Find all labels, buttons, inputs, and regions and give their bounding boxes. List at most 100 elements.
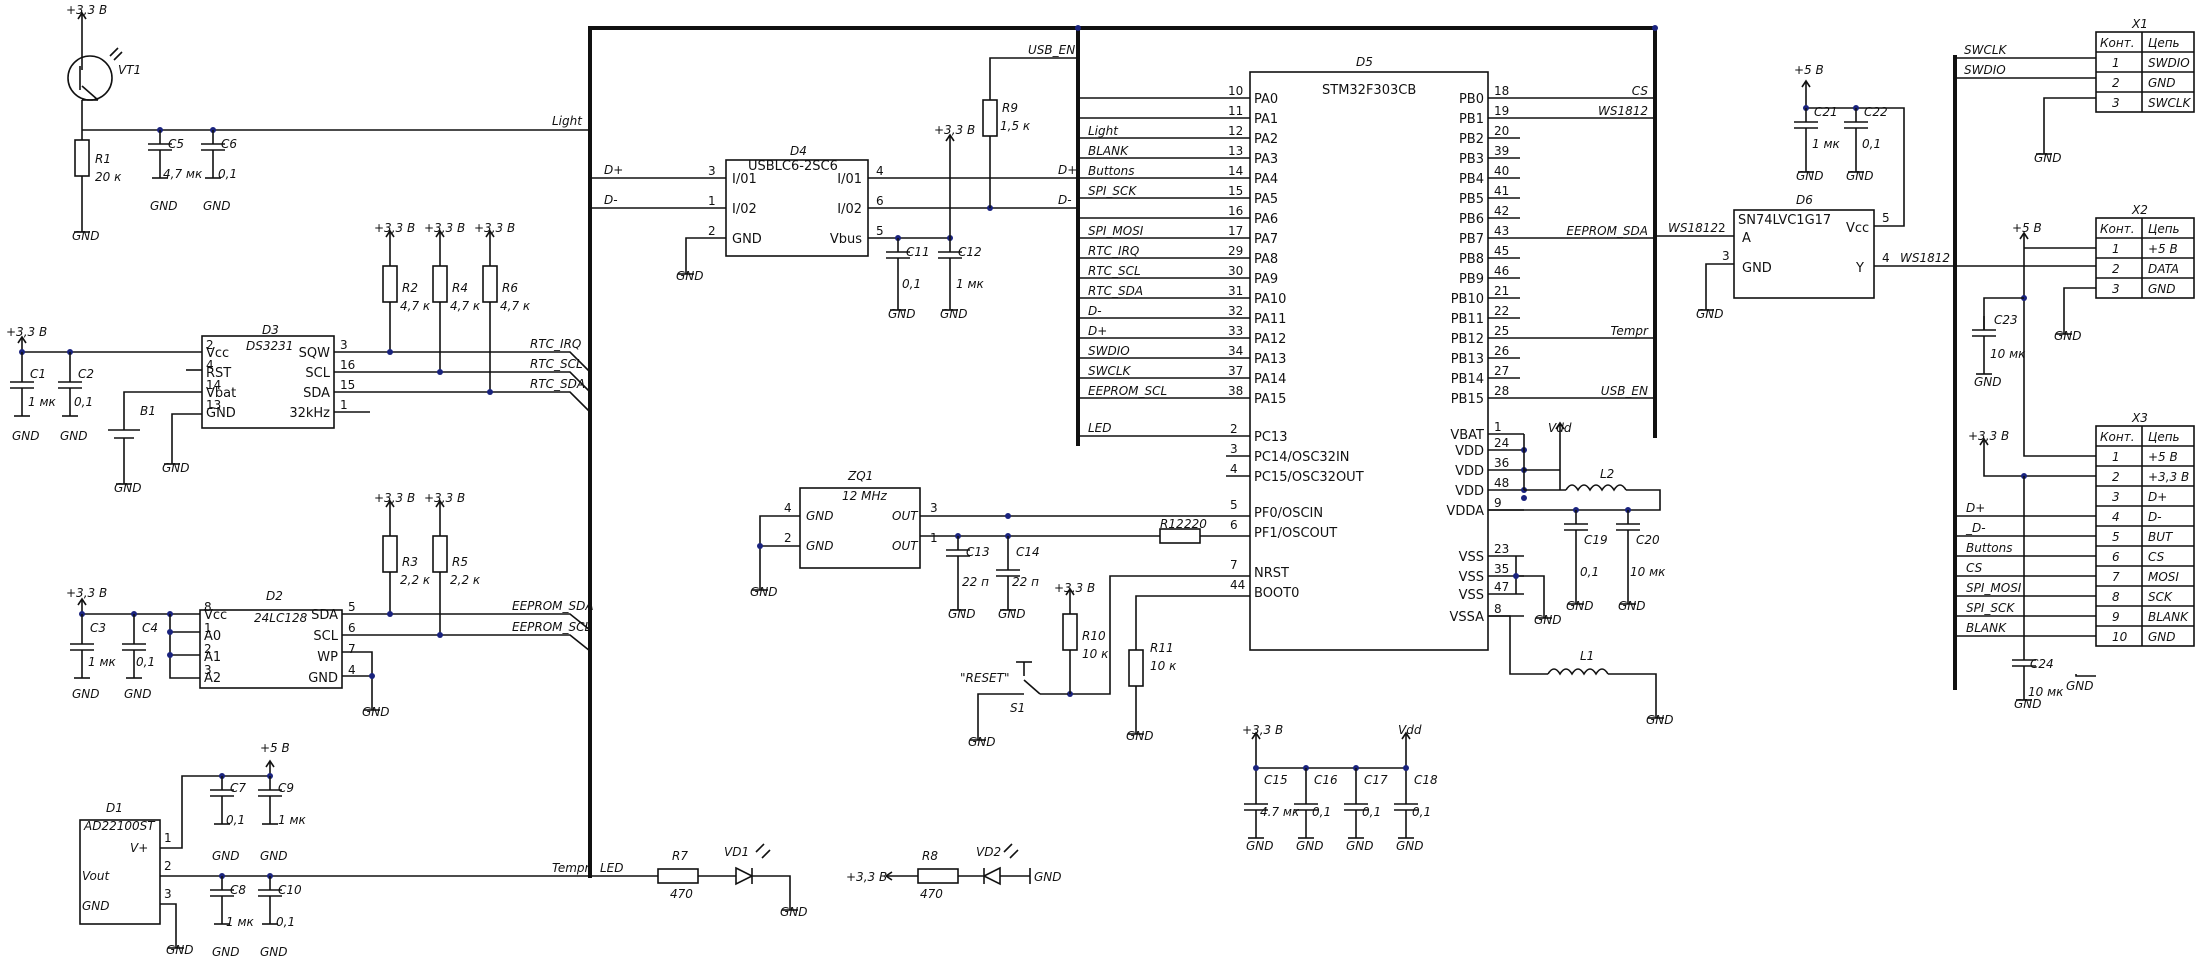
pin-name: PF0/OSCIN: [1254, 506, 1323, 521]
svg-text:470: 470: [670, 887, 693, 901]
svg-text:D-: D-: [604, 193, 618, 207]
net-label: +3,3 В: [374, 221, 415, 235]
table-cell: 2: [2112, 262, 2120, 276]
svg-text:0,1: 0,1: [1312, 805, 1331, 819]
svg-text:4: 4: [1882, 251, 1890, 265]
net-wire: [342, 613, 591, 631]
pin-name: Vcc: [204, 608, 227, 623]
svg-text:3: 3: [164, 887, 172, 901]
svg-text:C11: C11: [906, 245, 930, 259]
pin-name: PB13: [1451, 352, 1484, 367]
pin-name: PB5: [1459, 192, 1484, 207]
svg-text:D1: D1: [106, 801, 123, 815]
svg-text:S1: S1: [1010, 701, 1025, 715]
pin-name: PA7: [1254, 232, 1278, 247]
net-label: BLANK: [1088, 144, 1129, 158]
pin-number: 26: [1494, 344, 1509, 358]
net-p33: +3,3 В: [66, 3, 107, 17]
svg-text:C9: C9: [278, 781, 294, 795]
svg-text:"RESET": "RESET": [960, 671, 1010, 685]
svg-text:0,1: 0,1: [1862, 137, 1881, 151]
svg-text:R8: R8: [922, 849, 938, 863]
pin-name: PA1: [1254, 112, 1278, 127]
svg-text:R11: R11: [1150, 641, 1174, 655]
svg-text:5: 5: [1882, 211, 1890, 225]
svg-text:R7: R7: [672, 849, 688, 863]
svg-text:+3,3 В: +3,3 В: [934, 123, 975, 137]
temp-sensor-block: D1 AD22100ST V+ Vout GND 1 2 Tempr 3 GND…: [79, 741, 591, 959]
pin-number: 3: [1230, 442, 1238, 456]
pin-number: 43: [1494, 224, 1509, 238]
pin-name: Vbus: [830, 232, 862, 247]
pin-name: PA14: [1254, 372, 1286, 387]
net-wire: [334, 391, 591, 413]
pin-number: 17: [1228, 224, 1243, 238]
svg-text:WS1812: WS1812: [1668, 221, 1718, 235]
svg-text:A: A: [1742, 231, 1751, 246]
resistor: [482, 255, 498, 313]
svg-text:GND: GND: [72, 229, 100, 243]
svg-text:GND: GND: [150, 199, 178, 213]
pin-number: 3: [708, 164, 716, 178]
svg-text:USB_EN: USB_EN: [1028, 43, 1075, 57]
pin-name: A0: [204, 629, 221, 644]
table-cell: GND: [2148, 630, 2176, 644]
svg-text:D+: D+: [604, 163, 623, 177]
svg-text:STM32F303CB: STM32F303CB: [1322, 83, 1416, 98]
table-header: Цепь: [2148, 222, 2180, 236]
net-label: D+: [1088, 324, 1107, 338]
svg-text:GND: GND: [806, 509, 834, 523]
pin-number: 1: [708, 194, 716, 208]
svg-text:+3,3 В: +3,3 В: [1242, 723, 1283, 737]
svg-text:C20: C20: [1636, 533, 1660, 547]
pin-number: 14: [1228, 164, 1243, 178]
r1-val: 20 к: [95, 170, 122, 184]
svg-text:C7: C7: [230, 781, 246, 795]
net-label: EEPROM_SCL: [1088, 384, 1167, 398]
svg-text:GND: GND: [1246, 839, 1274, 853]
svg-text:VD2: VD2: [976, 845, 1001, 859]
svg-text:+5 В: +5 В: [2012, 221, 2042, 235]
net-label: Buttons: [1088, 164, 1134, 178]
pin-number: 4: [1230, 462, 1238, 476]
svg-text:Vout: Vout: [82, 869, 110, 883]
pin-number: 32: [1228, 304, 1243, 318]
svg-text:Tempr: Tempr: [552, 861, 591, 875]
svg-text:LED: LED: [600, 861, 624, 875]
svg-text:GND: GND: [2034, 151, 2062, 165]
net-label: BLANK: [1966, 621, 2007, 635]
pin-name: PB3: [1459, 152, 1484, 167]
pin-number: 48: [1494, 476, 1509, 490]
svg-text:1 мк: 1 мк: [88, 655, 117, 669]
svg-text:SWCLK: SWCLK: [1964, 43, 2008, 57]
pin-name: PB7: [1459, 232, 1484, 247]
svg-text:D3: D3: [262, 323, 279, 337]
svg-text:4: 4: [784, 501, 792, 515]
pin-name: PA6: [1254, 212, 1278, 227]
svg-text:GND: GND: [1696, 307, 1724, 321]
svg-text:1 мк: 1 мк: [956, 277, 985, 291]
svg-text:4.7 мк: 4.7 мк: [1260, 805, 1300, 819]
svg-text:C15: C15: [1264, 773, 1288, 787]
pin-name: RST: [206, 366, 231, 381]
svg-text:GND: GND: [1034, 870, 1062, 884]
table-cell: GND: [2148, 76, 2176, 90]
net-label: +3,3 В: [374, 491, 415, 505]
resistor-val: 2,2 к: [400, 573, 431, 587]
svg-text:0,1: 0,1: [218, 167, 237, 181]
net-label: RTC_SDA: [1088, 284, 1143, 298]
svg-text:R9: R9: [1002, 101, 1018, 115]
svg-text:0,1: 0,1: [74, 395, 93, 409]
table-cell: 1: [2112, 56, 2120, 70]
junction: [437, 632, 443, 638]
pin-number: 7: [1230, 558, 1238, 572]
pin-number: 1: [1494, 420, 1502, 434]
svg-text:0,1: 0,1: [902, 277, 921, 291]
svg-text:+3,3 В: +3,3 В: [1054, 581, 1095, 595]
svg-text:+3,3 В: +3,3 В: [846, 870, 887, 884]
pin-name: SDA: [303, 386, 330, 401]
junction: [387, 349, 393, 355]
pin-number: 21: [1494, 284, 1509, 298]
pin-name: Vcc: [206, 346, 229, 361]
pin-number: 7: [348, 642, 356, 656]
